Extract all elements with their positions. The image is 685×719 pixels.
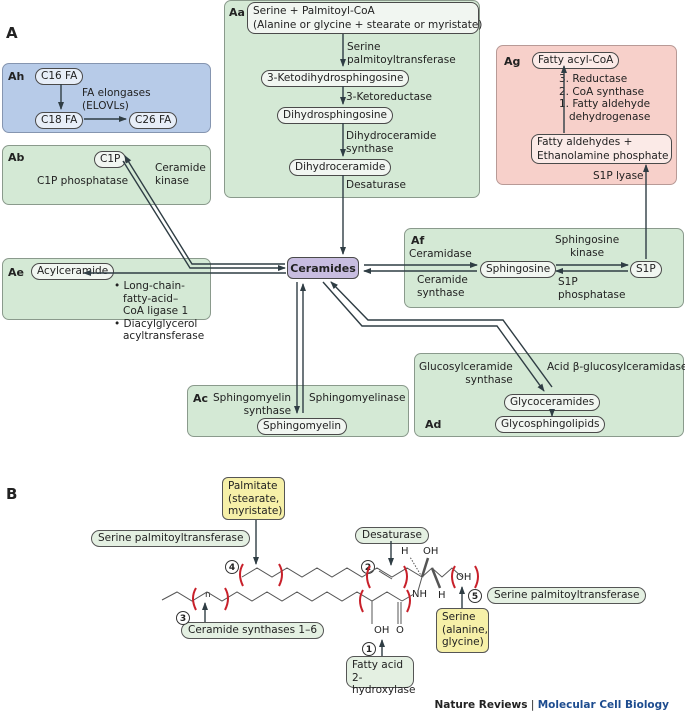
c2-h-wedge xyxy=(430,567,442,589)
panel-tag-ab: Ab xyxy=(8,151,25,164)
sphingoid-chain xyxy=(241,567,423,578)
c3-oh-wedge xyxy=(420,557,430,578)
ae-enzymes: • Long-chain-fatty-acid–CoA ligase 1• Di… xyxy=(114,280,205,342)
credit-separator: | xyxy=(527,699,538,711)
c1p-node: C1P xyxy=(94,151,127,168)
panel-tag-af: Af xyxy=(411,234,425,247)
palmitate-box: Palmitate(stearate,myristate) xyxy=(222,477,285,520)
panel-tag-ag: Ag xyxy=(504,55,521,68)
chem-h-bottom: H xyxy=(438,590,446,601)
c26-fa-node: C26 FA xyxy=(129,112,178,129)
step-number-5: 5 xyxy=(468,589,482,603)
panel-tag-ae: Ae xyxy=(8,266,24,279)
ceramides-node: Ceramides xyxy=(287,257,359,279)
ceramide-synthases-label: Ceramide synthases 1–6 xyxy=(181,622,325,639)
fa2h-label: Fatty acid 2-hydroxylase xyxy=(346,656,415,696)
figure-credit: Nature Reviews | Molecular Cell Biology xyxy=(434,699,669,711)
acylceramide-node: Acylceramide xyxy=(31,263,115,280)
chem-oh-2: OH xyxy=(374,625,390,636)
dihydroceramide-node: Dihydroceramide xyxy=(289,159,392,176)
3-ketodihydrosphingosine-node: 3-Ketodihydrosphingosine xyxy=(261,70,410,87)
credit-publisher: Nature Reviews xyxy=(434,699,528,711)
panel-tag-ah: Ah xyxy=(8,70,25,83)
panel-ae: Ae Acylceramide • Long-chain-fatty-acid–… xyxy=(2,258,211,342)
sphingomyelin-node: Sphingomyelin xyxy=(257,418,348,435)
serine-box: Serine(alanine,glycine) xyxy=(436,608,489,653)
step-number-1: 1 xyxy=(362,642,376,656)
chem-n-repeat: n xyxy=(205,590,211,600)
enzyme-sphingomyelinase: Sphingomyelinase xyxy=(309,392,406,404)
glycosphingolipids-node: Glycosphingolipids xyxy=(495,416,606,433)
panel-label-a: A xyxy=(6,24,18,42)
enzyme-c1p-phosphatase: C1P phosphatase xyxy=(37,175,129,187)
enzyme-3-ketoreductase: 3-Ketoreductase xyxy=(346,91,432,103)
start-line2: (Alanine or glycine + stearate or myrist… xyxy=(253,19,483,31)
chem-oh-terminal: OH xyxy=(456,572,472,583)
serine-palmitoyl-coa-node: Serine + Palmitoyl-CoA (Alanine or glyci… xyxy=(247,2,483,34)
panel-label-b: B xyxy=(6,485,18,503)
credit-journal: Molecular Cell Biology xyxy=(537,699,669,711)
sphingosine-node: Sphingosine xyxy=(480,261,557,278)
fatty-acyl-chain xyxy=(161,591,403,602)
spt-label-right: Serine palmitoyltransferase xyxy=(487,587,647,604)
step-number-2: 2 xyxy=(361,560,375,574)
enzyme-acid-glucosylceramidase: Acid β-glucosylceramidase xyxy=(547,361,685,373)
panel-aa: Aa Serine + Palmitoyl-CoA (Alanine or gl… xyxy=(224,0,483,198)
fatty-aldehydes-node: Fatty aldehydes +Ethanolamine phosphate xyxy=(531,134,672,164)
dihydrosphingosine-node: Dihydrosphingosine xyxy=(277,107,394,124)
start-line1: Serine + Palmitoyl-CoA xyxy=(253,5,375,17)
panel-tag-aa: Aa xyxy=(229,6,245,19)
fatty-acyl-coa-node: Fatty acyl-CoA xyxy=(532,52,620,69)
step-number-4: 4 xyxy=(225,560,239,574)
enzyme-elovls: FA elongases(ELOVLs) xyxy=(82,87,151,112)
enzyme-ceramidase: Ceramidase xyxy=(409,248,472,260)
step-number-3: 3 xyxy=(176,611,190,625)
s1p-node: S1P xyxy=(630,261,662,278)
glycoceramides-node: Glycoceramides xyxy=(504,394,601,411)
spt-label-top: Serine palmitoyltransferase xyxy=(91,530,251,547)
c3-h-hash xyxy=(409,556,423,578)
c16-fa-node: C16 FA xyxy=(35,68,84,85)
panel-tag-ac: Ac xyxy=(193,392,209,405)
desaturase-label: Desaturase xyxy=(355,527,429,544)
double-bond xyxy=(378,570,393,580)
c18-fa-node: C18 FA xyxy=(35,112,84,129)
panel-tag-ad: Ad xyxy=(425,418,442,431)
panel-ah: Ah C16 FA FA elongases(ELOVLs) C18 FA C2… xyxy=(2,63,211,133)
chem-o: O xyxy=(396,625,404,636)
enzyme-desaturase: Desaturase xyxy=(346,179,406,191)
chem-oh-top: OH xyxy=(423,546,439,557)
enzyme-s1p-lyase: S1P lyase xyxy=(593,170,644,182)
chem-nh: NH xyxy=(412,589,427,600)
chem-h-top: H xyxy=(401,546,409,557)
